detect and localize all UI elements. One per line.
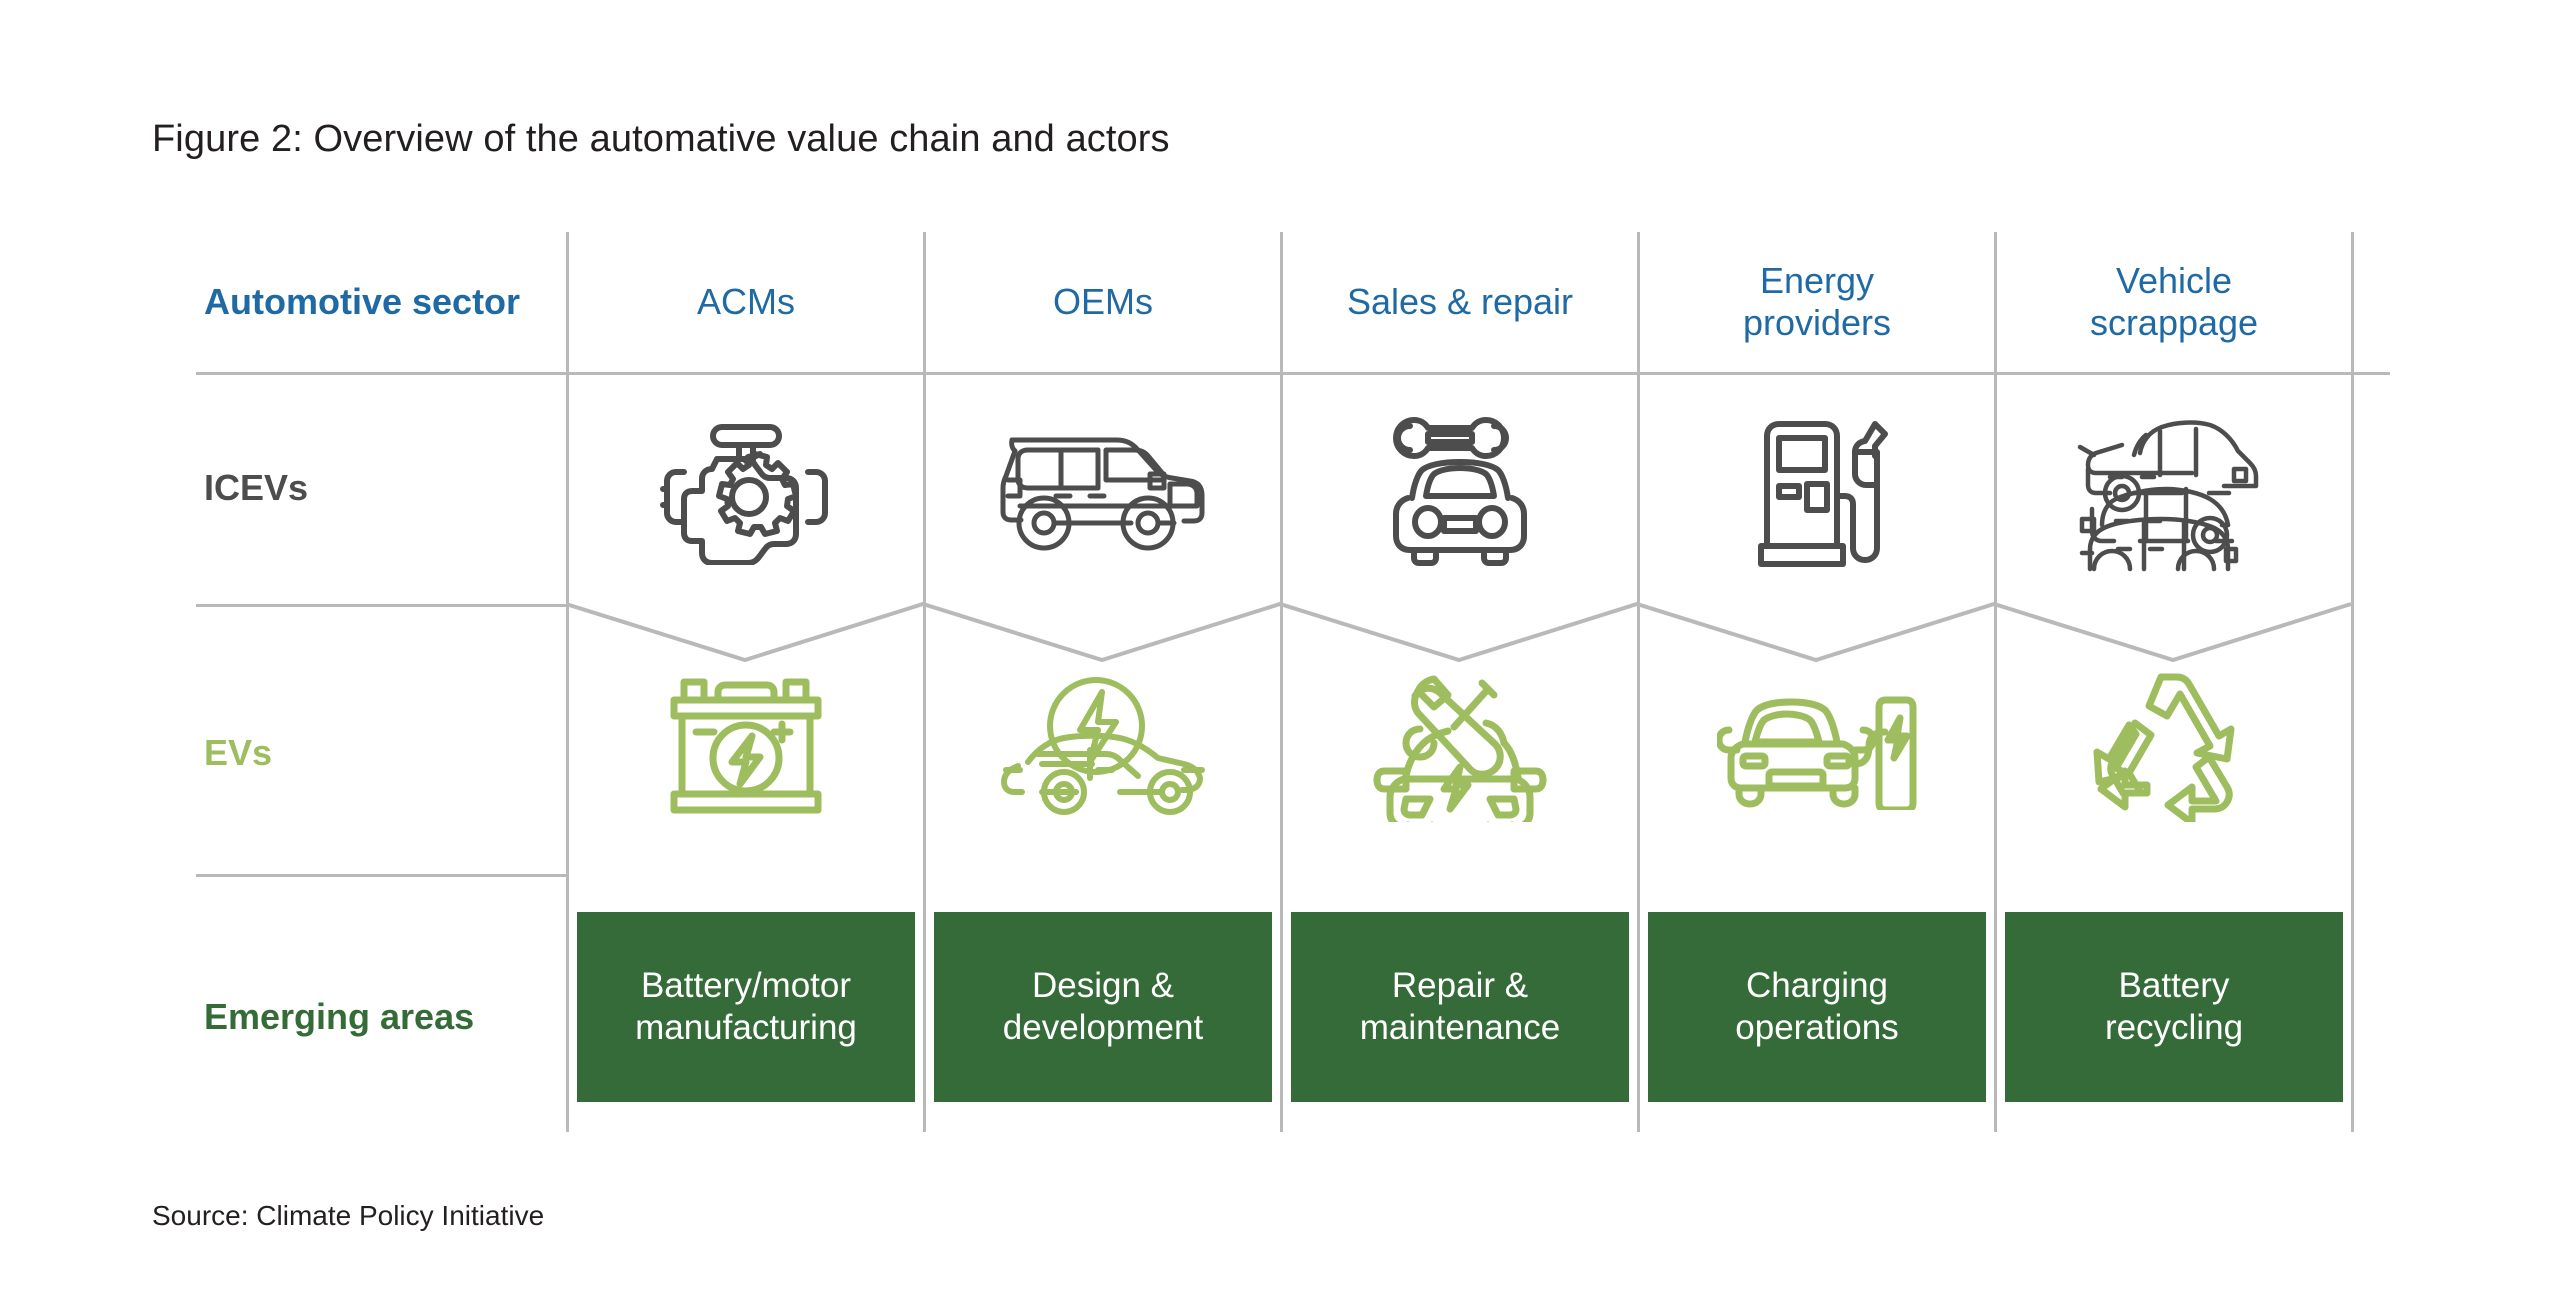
emerging-box-label: Repair & maintenance [1360,965,1560,1049]
recycling-icon [2093,673,2234,822]
figure-source: Source: Climate Policy Initiative [152,1200,545,1231]
column-divider-1 [566,232,569,1132]
emerging-box-label: Design & development [1003,965,1203,1049]
page-title: Figure 2: Overview of the automative val… [152,118,1170,160]
header-energy-providers: Energy providers [1640,232,1994,372]
cell-icev-sales-repair [1283,382,1637,597]
row-label-text: EVs [204,732,273,773]
stacked-scrap-cars-icon [2077,420,2259,572]
header-sales-repair: Sales & repair [1283,232,1637,372]
column-divider-4 [1637,232,1640,1132]
column-divider-3 [1280,232,1283,1132]
ev-sedan-bolt-icon [1001,676,1205,815]
cell-icev-vehicle-scrappage [1997,382,2351,597]
header-bottom-rule [196,372,2390,375]
header-label-line1: Vehicle [2115,259,2233,301]
cell-icev-oems [926,382,1280,597]
ev-repair-tools-icon [1373,675,1547,822]
emerging-box-line2: recycling [2104,1008,2244,1047]
header-label: Automotive sector [204,280,521,322]
emerging-box-line2: operations [1735,1008,1899,1047]
header-automotive-sector: Automotive sector [204,232,564,372]
emerging-box-line2: manufacturing [635,1008,857,1047]
value-chain-diagram: Automotive sector ACMs OEMs Sales & repa… [196,232,2390,1132]
row-label-icevs: ICEVs [204,372,308,604]
cell-ev-energy-providers [1640,637,1994,852]
emerging-box-line1: Design & [1031,966,1174,1005]
header-label-line2: providers [1742,302,1892,343]
column-divider-6 [2351,232,2354,1132]
column-divider-2 [923,232,926,1132]
cell-icev-energy-providers [1640,382,1994,597]
header-acms: ACMs [569,232,923,372]
emerging-box-label: Charging operations [1735,965,1898,1049]
row-label-text: ICEVs [204,467,309,508]
row-label-evs: EVs [204,632,272,874]
engine-icon [660,423,828,565]
emerging-box-line1: Battery [2118,966,2230,1005]
emerging-box-sales-repair[interactable]: Repair & maintenance [1291,912,1629,1102]
column-divider-5 [1994,232,1997,1132]
emerging-box-vehicle-scrappage[interactable]: Battery recycling [2005,912,2343,1102]
emerging-box-line1: Repair & [1391,966,1529,1005]
fuel-pump-icon [1758,420,1888,567]
cell-icev-acms [569,382,923,597]
row-label-text: Emerging areas [204,996,475,1037]
header-label: OEMs [1052,280,1153,322]
emerging-box-energy-providers[interactable]: Charging operations [1648,912,1986,1102]
header-label: Energy providers [1743,260,1891,345]
header-label: Vehicle scrappage [2090,260,2258,345]
header-vehicle-scrappage: Vehicle scrappage [1997,232,2351,372]
emerging-box-label: Battery recycling [2105,965,2243,1049]
ev-charging-station-icon [1717,696,1917,810]
emerging-box-line2: development [1002,1008,1204,1047]
cell-ev-acms [569,637,923,852]
emerging-box-acms[interactable]: Battery/motor manufacturing [577,912,915,1102]
row-label-emerging-areas: Emerging areas [204,902,474,1132]
icev-left-rule [196,604,566,607]
suv-side-icon [1000,437,1205,550]
header-label-line2: scrappage [2089,302,2259,343]
cell-ev-vehicle-scrappage [1997,637,2351,852]
wrench-car-front-icon [1393,416,1527,566]
emerging-box-line2: maintenance [1359,1008,1561,1047]
ev-left-rule [196,874,566,877]
emerging-box-line1: Charging [1745,966,1889,1005]
header-oems: OEMs [926,232,1280,372]
header-label-line1: Energy [1759,259,1875,301]
emerging-box-line1: Battery/motor [640,966,852,1005]
header-label: ACMs [697,280,795,322]
ev-battery-icon [670,678,822,813]
emerging-box-label: Battery/motor manufacturing [635,965,857,1049]
cell-ev-oems [926,637,1280,852]
header-label: Sales & repair [1346,280,1574,322]
emerging-box-oems[interactable]: Design & development [934,912,1272,1102]
cell-ev-sales-repair [1283,637,1637,852]
